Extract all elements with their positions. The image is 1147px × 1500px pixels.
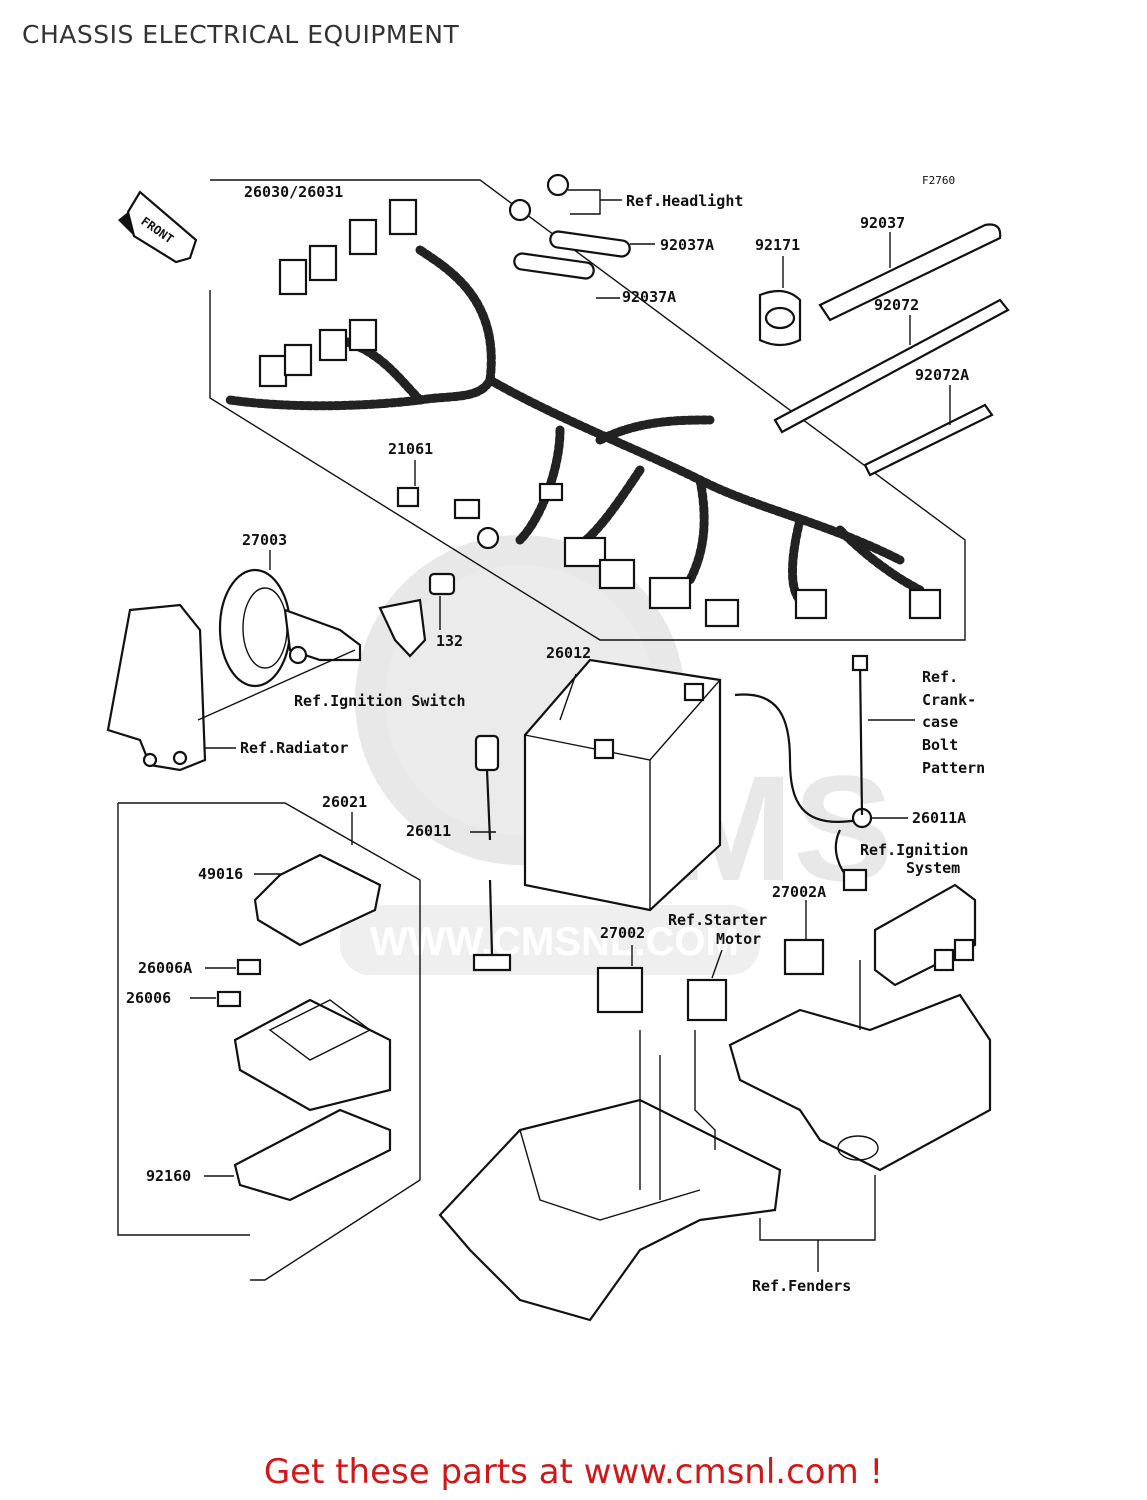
label-26006A: 26006A [138,959,192,977]
frame-rear-ref [728,960,992,1172]
part-labels: 26030/26031 Ref.Headlight 92037A 92037A … [126,183,985,1295]
horn-27003 [218,550,362,688]
label-132: 132 [436,632,463,650]
label-27002A: 27002A [772,883,826,901]
ground-lead-26011A [734,654,915,892]
label-ref-starter-motor-2: Motor [716,930,761,948]
label-26030-26031: 26030/26031 [244,183,343,201]
label-92072A: 92072A [915,366,969,384]
tie-92072A [863,385,994,477]
cover-92160 [204,1108,392,1202]
starter-relay-ref [686,949,728,1022]
parts-diagram: CMS WWW.CMSNL.COM F2760 FRONT [106,173,1010,1322]
label-ref-fenders: Ref.Fenders [752,1277,851,1295]
label-26006: 26006 [126,989,171,1007]
label-ref-crankcase-5: Pattern [922,759,985,777]
watermark-url: WWW.CMSNL.COM [370,920,739,964]
label-ref-ignition-switch: Ref.Ignition Switch [294,692,466,710]
footer-promo-link[interactable]: Get these parts at www.cmsnl.com ! [263,1452,884,1492]
label-92037: 92037 [860,214,905,232]
label-26021: 26021 [322,793,367,811]
tie-92072 [773,298,1010,434]
label-ref-headlight: Ref.Headlight [626,192,743,210]
label-49016: 49016 [198,865,243,883]
fuse-26006A [205,958,262,976]
relay-27002A [783,900,825,976]
fuse-26006 [190,990,242,1008]
front-arrow-icon: FRONT [118,190,198,264]
label-ref-crankcase-1: Ref. [922,668,958,686]
relay-27002 [596,945,644,1014]
label-21061: 21061 [388,440,433,458]
fuse-box-body [233,998,392,1112]
label-92037A-a: 92037A [660,236,714,254]
label-26011: 26011 [406,822,451,840]
cover-49016 [253,853,382,947]
label-27002: 27002 [600,924,645,942]
bracket-ignition-switch [378,572,456,658]
clamp-92171 [758,256,802,347]
diode-21061 [396,460,420,508]
label-92160: 92160 [146,1167,191,1185]
figure-code: F2760 [922,174,955,187]
battery-26012 [523,658,722,912]
label-ref-radiator: Ref.Radiator [240,739,348,757]
fuse-box-frame [118,802,421,1281]
label-ref-starter-motor-1: Ref.Starter [668,911,767,929]
label-ref-ignition-system-2: System [906,859,960,877]
battery-tray [438,1030,782,1322]
bracket-92037 [818,223,1002,322]
wiring-harness-26030 [225,198,942,628]
ignition-igniter-ref [873,883,977,987]
label-92171: 92171 [755,236,800,254]
battery-band-26011 [470,734,512,972]
harness-frame [209,179,966,641]
label-27003: 27003 [242,531,287,549]
radiator-ref-bracket [106,603,356,772]
label-ref-crankcase-2: Crank- [922,691,976,709]
label-26012: 26012 [546,644,591,662]
label-ref-crankcase-4: Bolt [922,736,958,754]
label-26011A: 26011A [912,809,966,827]
label-92072: 92072 [874,296,919,314]
page-title: CHASSIS ELECTRICAL EQUIPMENT [22,20,460,49]
label-ref-crankcase-3: case [922,713,958,731]
label-ref-ignition-system-1: Ref.Ignition [860,841,968,859]
label-92037A-b: 92037A [622,288,676,306]
headlight-bracket-92037A [508,173,655,299]
